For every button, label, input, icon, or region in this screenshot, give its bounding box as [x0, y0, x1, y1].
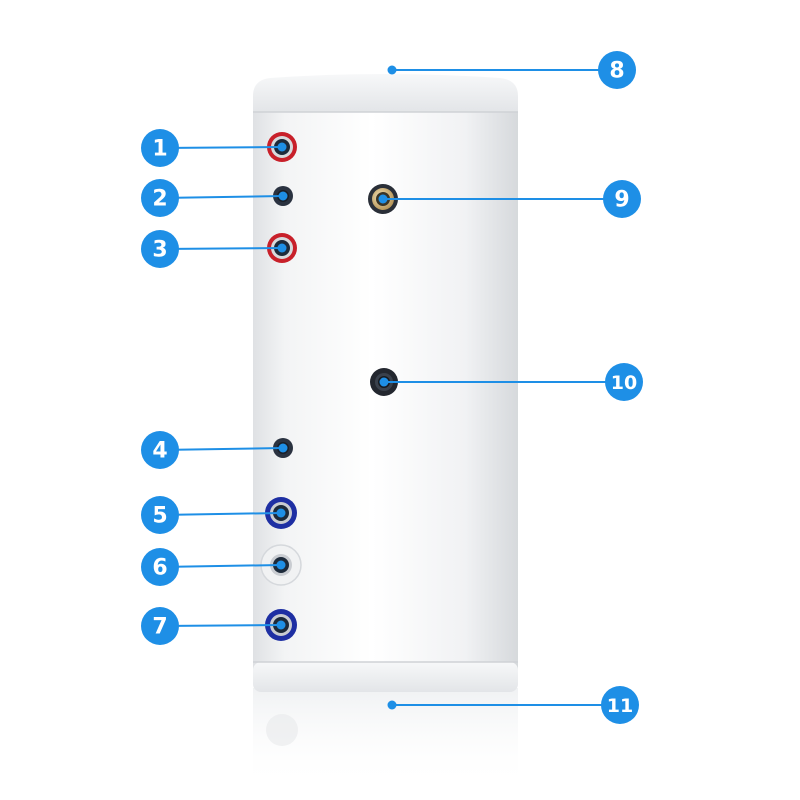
callout-7: 7	[141, 607, 286, 645]
leader-dot-5	[276, 508, 286, 518]
leader-line-3	[159, 247, 283, 250]
leader-dot-8	[387, 65, 397, 75]
leader-dot-2	[278, 191, 288, 201]
leader-line-2	[159, 195, 284, 199]
callout-number-7: 7	[152, 615, 167, 640]
callout-number-6: 6	[152, 556, 167, 581]
callout-number-11: 11	[607, 695, 633, 717]
callout-badge-6	[141, 548, 179, 586]
leader-dot-6	[276, 560, 286, 570]
callout-badge-8	[598, 51, 636, 89]
callout-number-4: 4	[152, 439, 167, 464]
callout-8: 8	[387, 51, 636, 89]
callout-5: 5	[141, 496, 286, 534]
leader-line-7	[159, 624, 282, 627]
callout-9: 9	[378, 180, 641, 218]
callout-number-1: 1	[152, 137, 167, 162]
leader-dot-1	[277, 142, 287, 152]
callout-number-5: 5	[152, 504, 167, 529]
leader-dot-3	[277, 243, 287, 253]
tank-bottom-base	[253, 662, 518, 692]
leader-line-5	[159, 512, 282, 516]
leader-dot-11	[387, 700, 397, 710]
callout-6: 6	[141, 548, 286, 586]
callout-badge-4	[141, 431, 179, 469]
callout-badge-1	[141, 129, 179, 167]
callout-number-3: 3	[152, 238, 167, 263]
callout-11: 11	[387, 686, 639, 724]
callout-2: 2	[141, 179, 288, 217]
leader-dot-4	[278, 443, 288, 453]
tank-reflection	[253, 688, 518, 788]
callout-1: 1	[141, 129, 287, 167]
callout-badge-9	[603, 180, 641, 218]
callout-10: 10	[379, 363, 643, 401]
callout-badge-10	[605, 363, 643, 401]
leader-line-6	[159, 564, 282, 568]
callout-3: 3	[141, 230, 287, 268]
leader-dot-9	[378, 194, 388, 204]
callout-badge-11	[601, 686, 639, 724]
callout-badge-3	[141, 230, 179, 268]
callout-badge-2	[141, 179, 179, 217]
callout-badge-5	[141, 496, 179, 534]
callout-number-2: 2	[152, 187, 167, 212]
leader-line-4	[159, 447, 284, 451]
callout-number-9: 9	[614, 188, 629, 213]
leader-dot-10	[379, 377, 389, 387]
callouts: 1 2 3 4 5 6 7 8 9 10 11	[141, 51, 643, 724]
leader-line-1	[159, 146, 283, 149]
callout-4: 4	[141, 431, 288, 469]
leader-dot-7	[276, 620, 286, 630]
callout-number-10: 10	[611, 372, 637, 394]
callout-number-8: 8	[609, 59, 624, 84]
callout-badge-7	[141, 607, 179, 645]
tank-top-cap	[253, 74, 518, 112]
